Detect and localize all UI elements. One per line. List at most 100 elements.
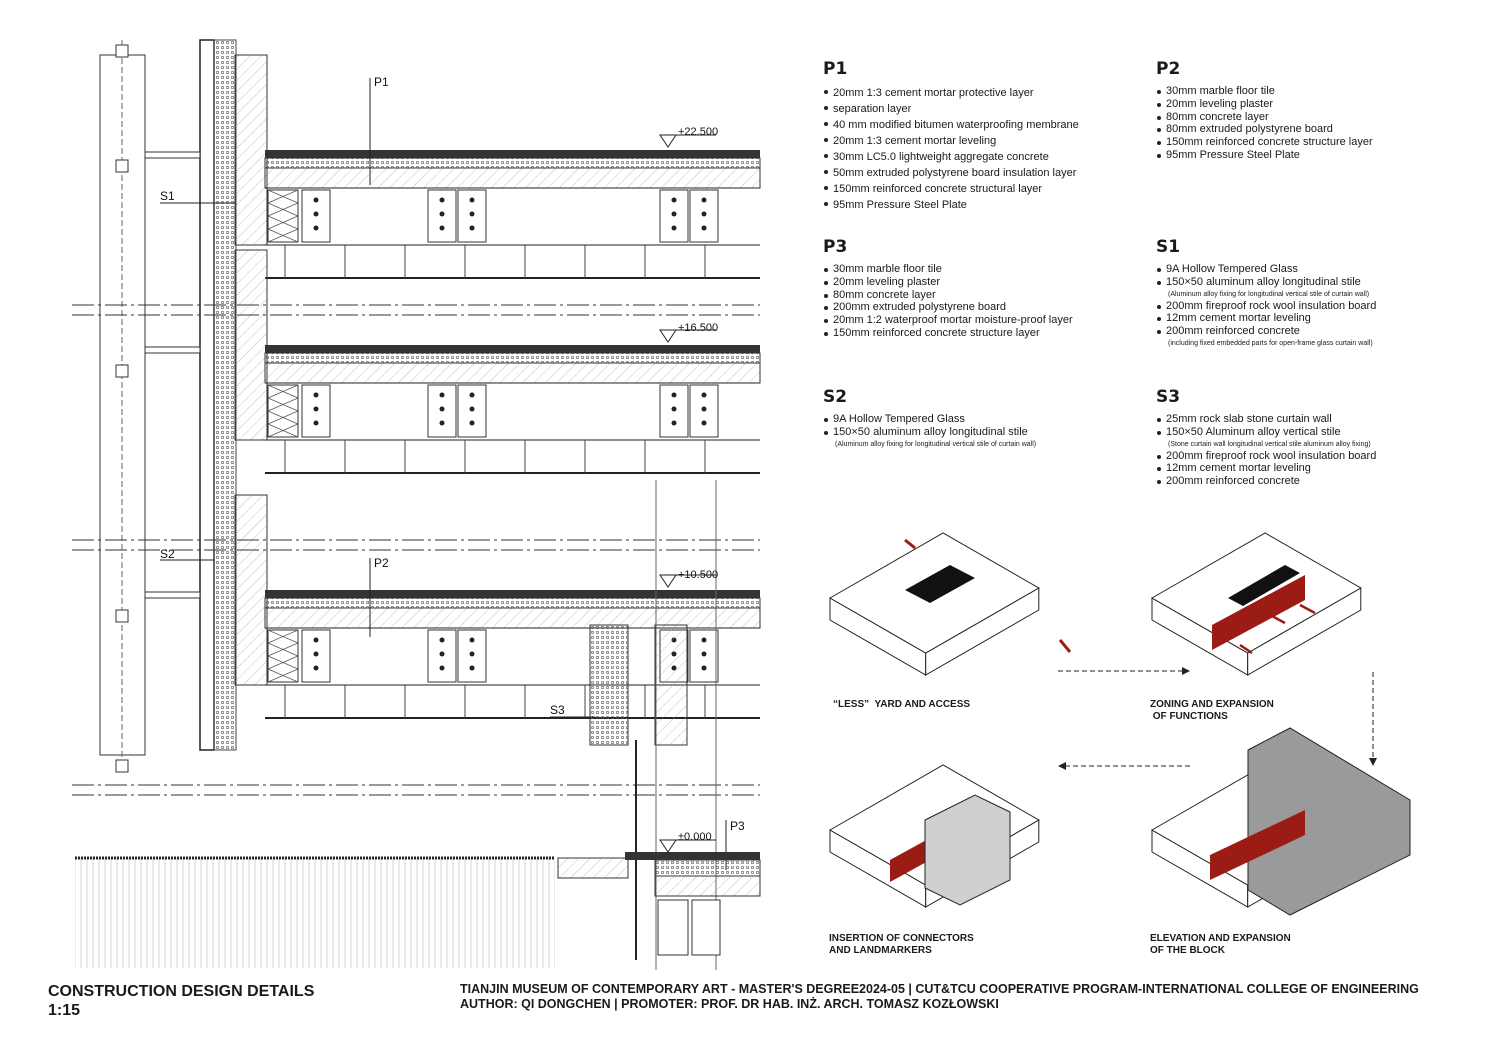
spec-title: S1 [1156, 237, 1181, 257]
spec-p1: P1 20mm 1:3 cement mortar protective lay… [823, 59, 1143, 213]
spec-item-text: 80mm concrete layer [1166, 110, 1269, 123]
spec-item-text: 200mm fireproof rock wool insulation boa… [1166, 299, 1377, 312]
caption-yard-access: “LESS” YARD AND ACCESS [833, 699, 971, 710]
spec-item-text: 9A Hollow Tempered Glass [833, 413, 965, 425]
bolt [313, 392, 319, 398]
spec-item: 40 mm modified bitumen waterproofing mem… [823, 117, 1143, 133]
bolt [439, 637, 445, 643]
spec-title: P2 [1156, 59, 1181, 79]
bolt [313, 406, 319, 412]
spec-item-text: 9A Hollow Tempered Glass [1166, 263, 1298, 275]
spec-item-text: 150×50 aluminum alloy longitudinal stile [1166, 275, 1361, 288]
rock-wool-insulation [213, 39, 237, 751]
insulation-block [657, 899, 689, 956]
spec-item-text: 20mm 1:3 cement mortar leveling [833, 135, 997, 147]
landmark-connector [924, 794, 1011, 906]
concrete-slab [264, 167, 761, 189]
bolt [701, 211, 707, 217]
bolt [671, 225, 677, 231]
insulation-hatch [267, 655, 299, 670]
bolt [439, 392, 445, 398]
insulation-hatch [267, 397, 299, 412]
insulation-hatch [267, 215, 299, 230]
spec-item-text: 30mm marble floor tile [833, 263, 942, 275]
spec-item-note: (including fixed embedded parts for open… [1168, 339, 1373, 347]
steel-beam [691, 899, 721, 956]
ground-fill [75, 858, 555, 968]
bolt [469, 651, 475, 657]
bolt [313, 637, 319, 643]
spec-item: 30mm marble floor tile [823, 263, 1143, 276]
insulation-layer [264, 157, 761, 169]
spec-item-text: 25mm rock slab stone curtain wall [1166, 413, 1332, 425]
bolt [439, 211, 445, 217]
insulation-hatch [267, 423, 299, 438]
spec-item-text: 95mm Pressure Steel Plate [1166, 148, 1300, 161]
author-line: AUTHOR: QI DONGCHEN | PROMOTER: PROF. DR… [460, 997, 999, 1011]
label-s1: S1 [160, 189, 175, 203]
bolt [439, 225, 445, 231]
insulation-hatch [267, 629, 299, 644]
elevation-marker [659, 574, 716, 588]
bolt [701, 392, 707, 398]
caption-zoning: ZONING AND EXPANSION OF FUNCTIONS [1150, 699, 1274, 722]
spec-item: 9A Hollow Tempered Glass [1156, 263, 1416, 276]
spec-item: 150×50 Aluminum alloy vertical stile(Sto… [1156, 426, 1416, 450]
spec-item-text: 20mm leveling plaster [833, 275, 940, 288]
spec-item: 150mm reinforced concrete structure laye… [1156, 136, 1476, 149]
bolt [671, 211, 677, 217]
bolt [313, 651, 319, 657]
elevation-marker [659, 134, 716, 148]
spec-item-text: 95mm Pressure Steel Plate [833, 199, 967, 211]
label-s3: S3 [550, 703, 565, 717]
spec-item-text: 20mm leveling plaster [1166, 97, 1273, 110]
insulation-block [267, 629, 299, 683]
arrow-head [1369, 758, 1377, 766]
bolt [701, 406, 707, 412]
spec-item-text: 80mm extruded polystyrene board [1166, 123, 1333, 136]
spec-item: 200mm extruded polystyrene board [823, 301, 1143, 314]
spec-item: 30mm LC5.0 lightweight aggregate concret… [823, 149, 1143, 165]
spec-item: 200mm reinforced concrete [1156, 475, 1416, 488]
spec-item: 25mm rock slab stone curtain wall [1156, 413, 1416, 426]
stile-bracket [115, 759, 129, 773]
insulation-block [267, 384, 299, 438]
insulation-hatch [267, 642, 299, 657]
spec-item: 80mm extruded polystyrene board [1156, 123, 1476, 136]
insulation-hatch [267, 228, 299, 243]
spec-item-text: 150mm reinforced concrete structure laye… [1166, 136, 1373, 149]
label-p1: P1 [374, 75, 389, 89]
insulation-hatch [267, 202, 299, 217]
spec-item: 80mm concrete layer [823, 289, 1143, 302]
spec-item-text: 200mm extruded polystyrene board [833, 301, 1007, 314]
stile-bracket [115, 44, 129, 58]
bolt [701, 651, 707, 657]
elevation-4: ±0.000 [678, 831, 712, 843]
arrow-head [1058, 762, 1066, 770]
insulation-hatch [267, 668, 299, 683]
spec-item: 150mm reinforced concrete structural lay… [823, 181, 1143, 197]
insulation-layer [264, 597, 761, 609]
spec-item: 9A Hollow Tempered Glass [823, 413, 1143, 426]
entrance-slab [557, 857, 629, 879]
spec-item-text: 150×50 aluminum alloy longitudinal stile [833, 425, 1028, 438]
spec-item-note: (Stone curtain wall longitudinal vertica… [1168, 440, 1371, 448]
spec-item-text: 12mm cement mortar leveling [1166, 312, 1311, 325]
spec-item-text: separation layer [833, 103, 912, 115]
spec-item: 200mm reinforced concrete(including fixe… [1156, 325, 1416, 349]
bolt [469, 197, 475, 203]
spec-item: 95mm Pressure Steel Plate [1156, 149, 1476, 162]
arrow-head [1182, 667, 1190, 675]
bolt [469, 392, 475, 398]
insulation-layer [264, 352, 761, 364]
spec-item-text: 20mm 1:3 cement mortar protective layer [833, 87, 1034, 99]
floor-finish-layer [265, 345, 760, 353]
concrete-slab [264, 362, 761, 384]
massing-diagrams [828, 532, 1411, 916]
spec-item-text: 40 mm modified bitumen waterproofing mem… [833, 119, 1079, 131]
project-info: TIANJIN MUSEUM OF CONTEMPORARY ART - MAS… [460, 982, 1419, 1012]
spec-item: 20mm 1:3 cement mortar leveling [823, 133, 1143, 149]
caption-connectors: INSERTION OF CONNECTORS AND LANDMARKERS [829, 933, 974, 956]
elevation-marker [659, 329, 716, 343]
